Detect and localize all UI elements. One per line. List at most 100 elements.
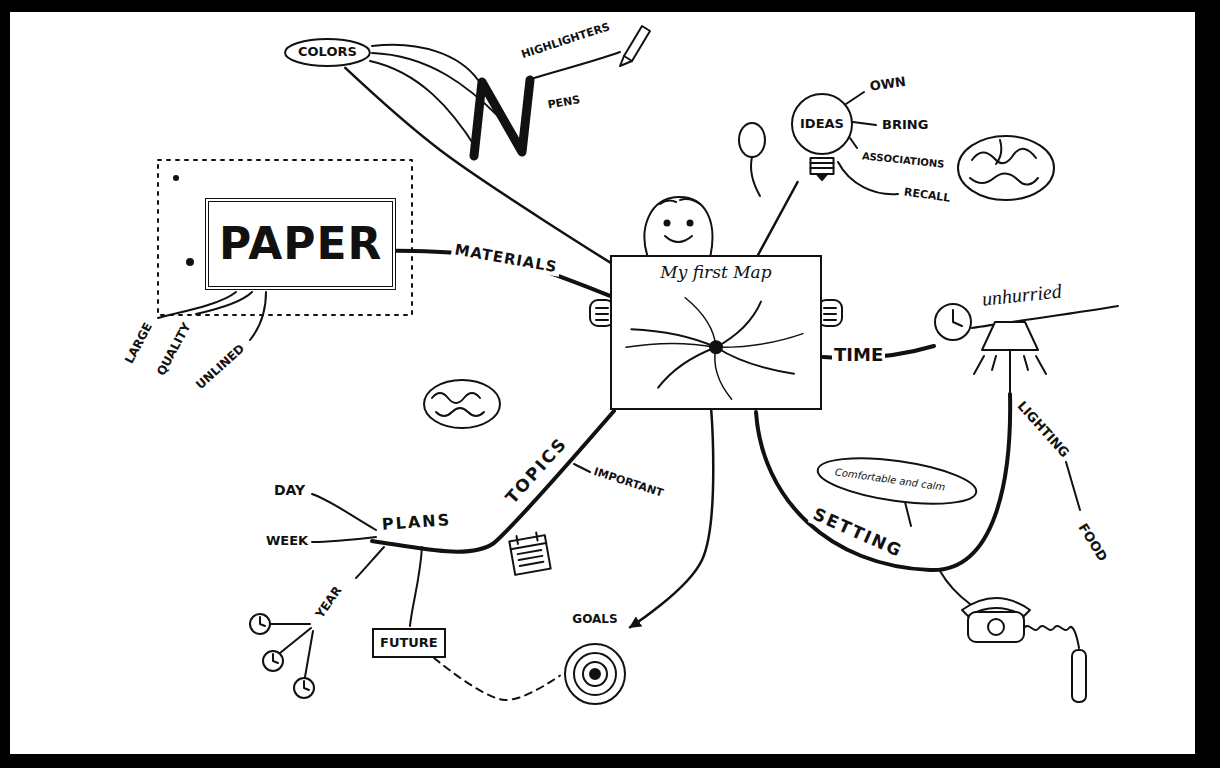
branch-word: FOOD [1074, 520, 1111, 567]
calendar-grid [509, 531, 550, 567]
map-sheet: My first Map [610, 255, 822, 410]
outline-group [792, 94, 852, 180]
clock-icon [935, 304, 971, 340]
head-outline [645, 197, 713, 258]
lamp-pole [1009, 350, 1011, 392]
leader-line [196, 292, 252, 314]
branch-word: ASSOCIATIONS [859, 150, 947, 171]
branch-word: BRING [880, 118, 930, 133]
branch-word: IMPORTANT [590, 465, 666, 501]
phone-body [968, 612, 1024, 642]
target-ring [574, 653, 616, 695]
node-text: GOALS [572, 613, 617, 627]
branch-word: TIME [832, 345, 885, 366]
outline-group [626, 298, 803, 399]
leader-line [838, 162, 898, 194]
marker-pens [474, 80, 530, 156]
eye [688, 221, 693, 226]
brain-folds [970, 140, 1038, 185]
leader-line [312, 537, 376, 542]
lamp-rays [974, 356, 1046, 374]
phone-dial [988, 619, 1004, 635]
mini-branch [685, 298, 716, 348]
leader-line [846, 92, 864, 104]
mini-centre [710, 341, 722, 353]
branch-word: unhurried [979, 279, 1065, 311]
mini-branch [716, 347, 794, 373]
leader-line [850, 138, 857, 148]
branch-word: TOPICS [501, 432, 573, 509]
branch-word: PENS [545, 94, 583, 113]
balloon-string [751, 157, 760, 196]
branch-word: LARGE [122, 319, 157, 368]
leader-line [410, 547, 422, 626]
node-text: COLORS [298, 45, 357, 60]
outline-group [565, 644, 625, 704]
node-text: IDEAS [800, 117, 844, 132]
target-outline [560, 612, 630, 708]
phone-cord [1024, 626, 1079, 648]
mini-branch [716, 334, 803, 348]
finger-lines [824, 308, 836, 320]
leader-line [250, 292, 266, 340]
bulb-tip [817, 174, 827, 180]
target-bullseye [590, 669, 600, 679]
bulb-base [810, 158, 833, 174]
globe-brain [958, 136, 1054, 200]
mini-branch [658, 347, 716, 387]
branch-word: RECALL [901, 186, 953, 206]
leader-line [534, 52, 620, 78]
cloud-bubble: COLORS [283, 37, 372, 68]
target-ring [583, 662, 607, 686]
node-text: PAPER [219, 219, 382, 270]
mini-branch [626, 343, 716, 347]
leader-line [905, 502, 911, 526]
calendar-icon [509, 531, 551, 575]
balloon [739, 123, 765, 157]
calendar-page [509, 535, 550, 575]
light-bulb: IDEAS [790, 92, 854, 182]
pencil-icon [624, 26, 650, 61]
leader-line [574, 464, 590, 472]
mini-branch [715, 347, 732, 399]
branch-word: OWN [867, 74, 909, 94]
smile [665, 236, 692, 242]
clock-hands [953, 310, 962, 326]
branch-word: UNLINED [192, 341, 249, 394]
phone-receiver [1072, 650, 1086, 702]
plan-box: FUTURE [372, 628, 446, 658]
cloud-shape [285, 39, 370, 66]
branch-word: LIGHTING [1012, 397, 1073, 462]
lamp-shade [982, 322, 1038, 350]
branch-connector [630, 410, 713, 627]
drawing-part [158, 26, 1118, 702]
setting-branch [756, 394, 1010, 570]
paper-box: PAPER [205, 198, 396, 290]
node-text: My first Map [660, 263, 771, 283]
outline-group [285, 39, 370, 66]
leader-line [940, 571, 970, 604]
finger-lines [596, 308, 608, 320]
frame-dot [174, 176, 178, 180]
node-text: FUTURE [380, 636, 438, 651]
leader-line [356, 547, 384, 578]
target-ring [565, 644, 625, 704]
leader-line [1066, 462, 1080, 510]
colour-strands [372, 45, 478, 80]
eye [665, 221, 670, 226]
goal-target: GOALS [560, 612, 630, 708]
branch-word: HIGHLIGHTERS [518, 21, 613, 63]
frame-dot [187, 259, 193, 265]
topics-branch [372, 411, 614, 552]
scroll-outline [815, 450, 979, 512]
paper-frame [158, 160, 412, 315]
bulb-glass [792, 94, 852, 154]
pencil-tip [620, 56, 632, 66]
bulb-outline [790, 92, 854, 182]
branch-word: DAY [272, 482, 307, 498]
leader-line [312, 494, 376, 530]
mini-branch [716, 302, 761, 348]
branch-word: WEEK [264, 534, 310, 549]
branch-connector [758, 182, 798, 255]
